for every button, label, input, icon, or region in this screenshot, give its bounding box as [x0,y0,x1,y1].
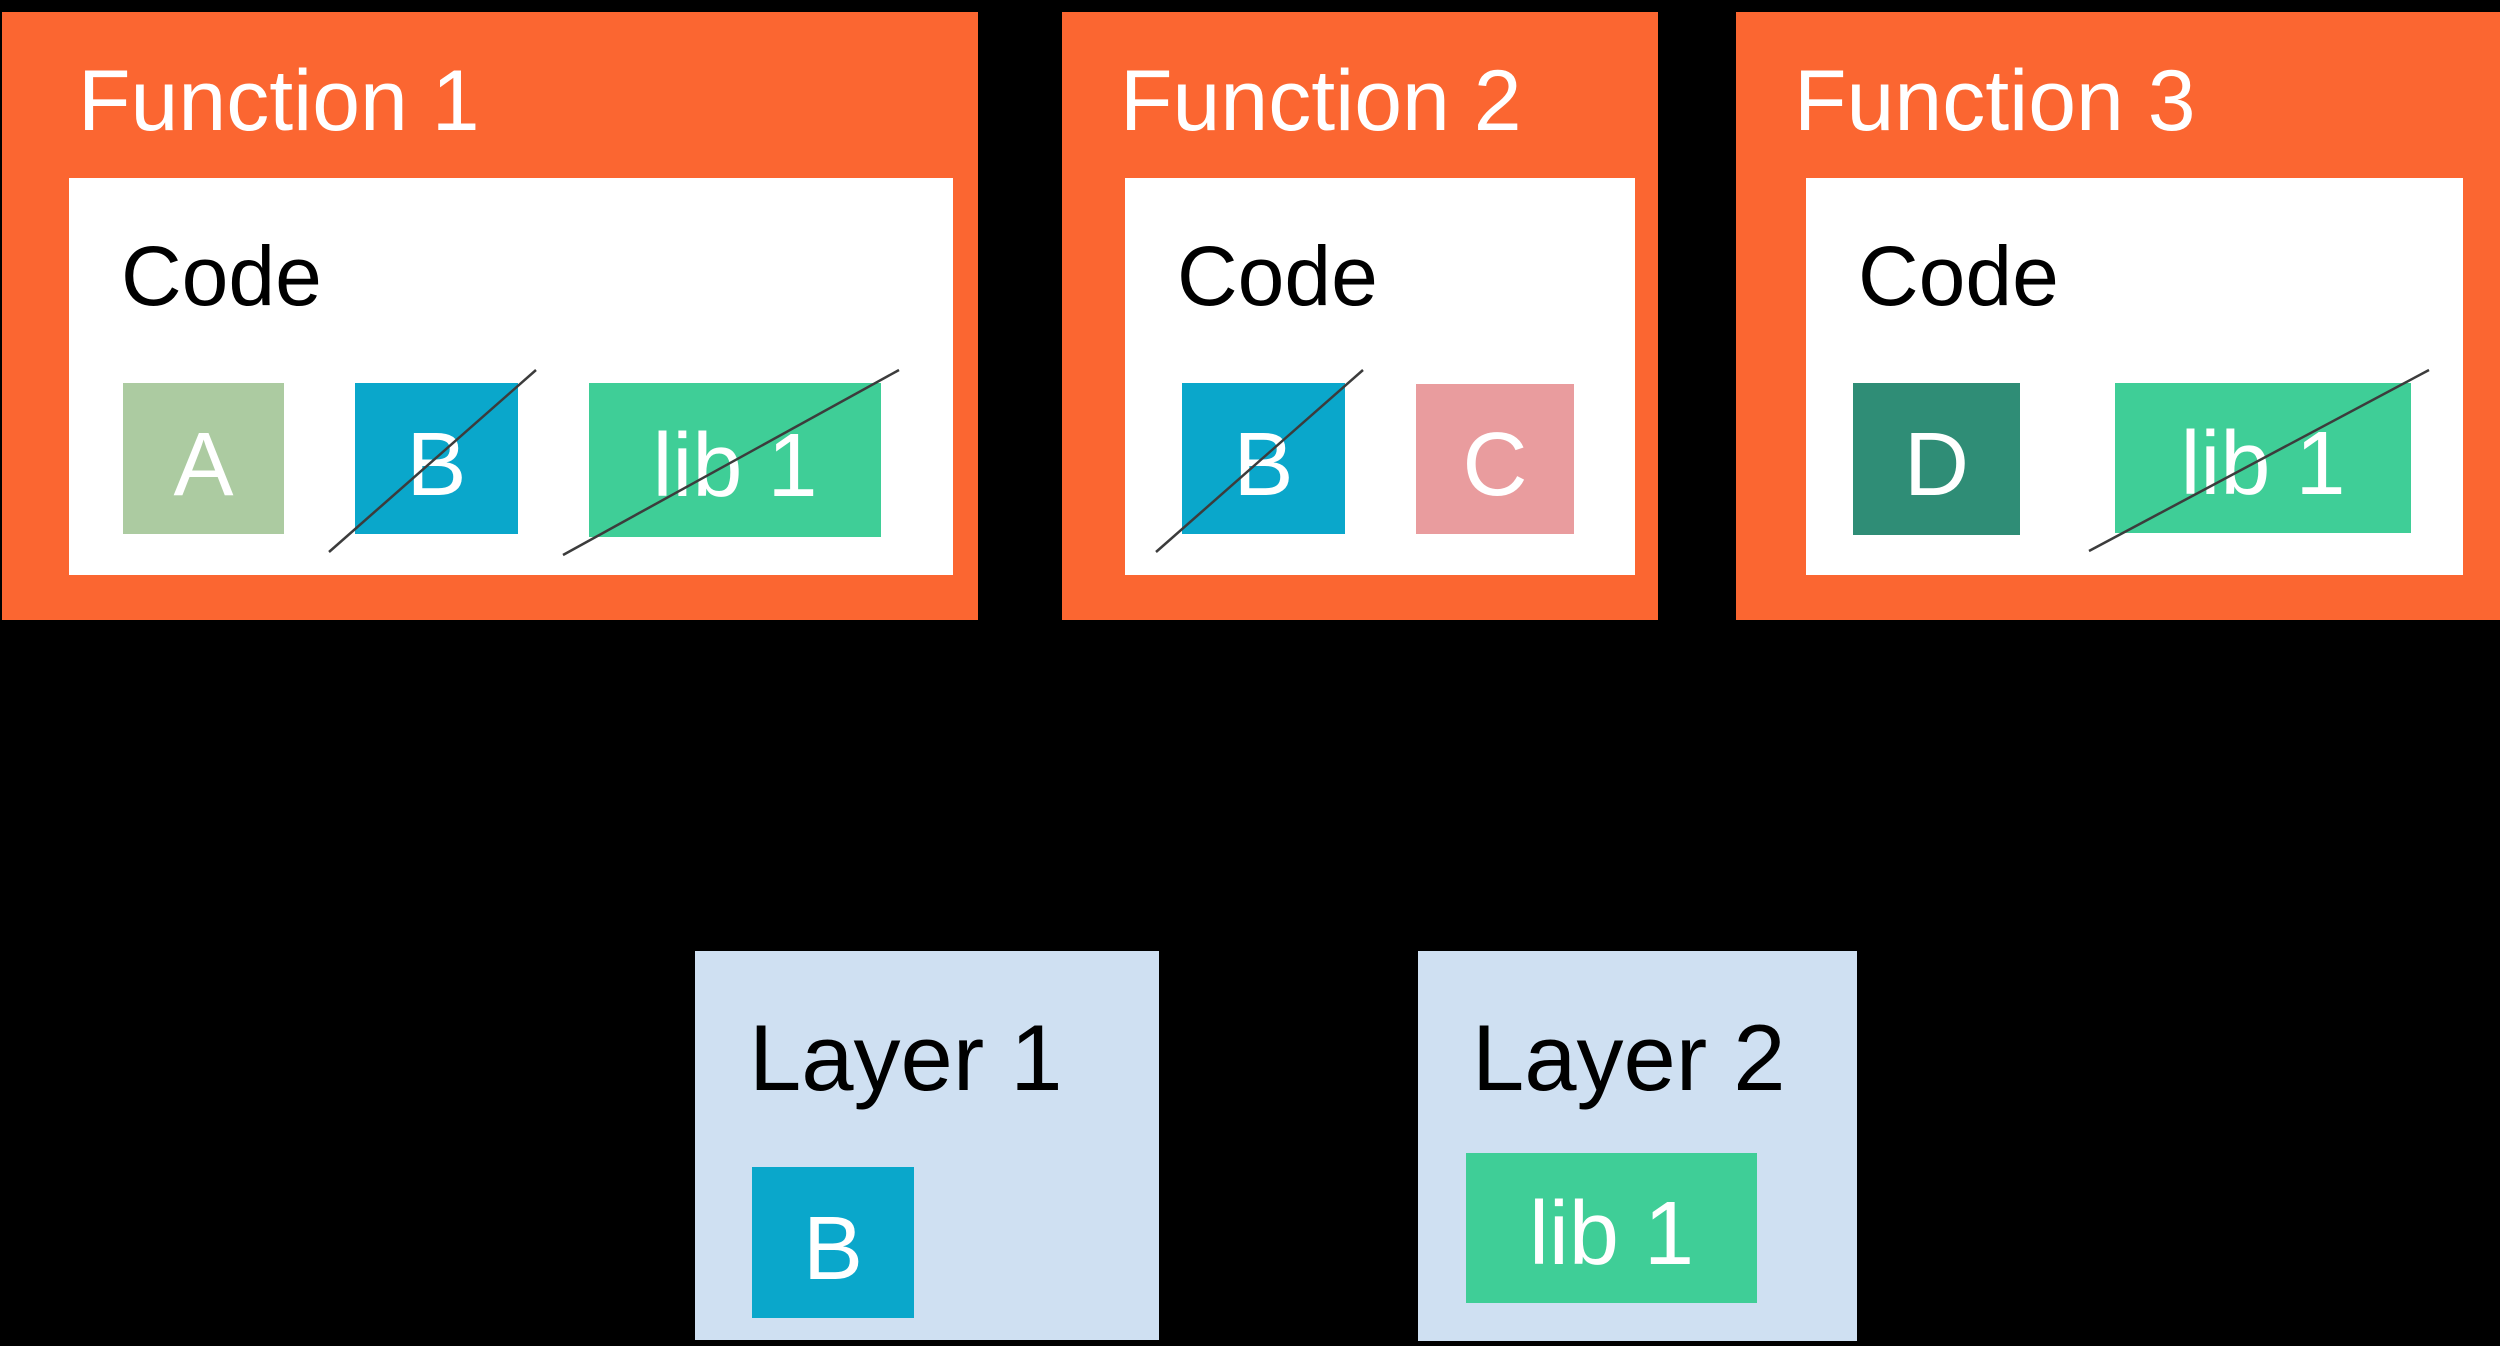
function-3-code-label: Code [1858,229,2059,323]
layer-1-package-chip-b: B [752,1167,914,1318]
package-chip-c-label: C [1462,415,1528,515]
package-chip-b-struck: B [1155,369,1364,553]
package-chip-a: A [123,383,284,534]
layer-2-package-chip-lib1-label: lib 1 [1528,1184,1695,1284]
package-chip-lib1-struck: lib 1 [2088,368,2430,553]
layer-2-title: Layer 2 [1472,1005,1786,1110]
function-1-code-container: Code A B lib 1 [69,178,953,575]
layer-1-box: Layer 1 B [695,951,1159,1340]
function-1-title: Function 1 [78,53,480,149]
layer-2-package-chip-lib1: lib 1 [1466,1153,1757,1303]
package-chip-lib1-label: lib 1 [2180,414,2346,514]
function-3-box: Function 3 Code D lib 1 [1736,12,2500,620]
function-1-code-label: Code [121,229,322,323]
package-chip-b-label: B [406,414,467,515]
layer-2-box: Layer 2 lib 1 [1418,951,1857,1341]
function-2-code-label: Code [1177,229,1378,323]
function-3-code-container: Code D lib 1 [1806,178,2463,575]
package-chip-a-label: A [173,414,234,515]
package-chip-d: D [1853,383,2020,535]
function-2-title: Function 2 [1120,53,1522,149]
function-1-box: Function 1 Code A B lib 1 [2,12,978,620]
function-2-box: Function 2 Code B C [1062,12,1658,620]
package-chip-b-label: B [1233,414,1294,515]
function-2-code-container: Code B C [1125,178,1635,575]
package-chip-c: C [1416,384,1574,534]
package-chip-d-label: D [1904,415,1969,515]
layer-1-title: Layer 1 [749,1005,1063,1110]
package-chip-lib1-struck: lib 1 [562,368,900,557]
function-3-title: Function 3 [1794,53,2196,149]
layer-1-package-chip-b-label: B [802,1198,864,1299]
package-chip-b-struck: B [328,369,537,553]
package-chip-lib1-label: lib 1 [652,416,818,516]
